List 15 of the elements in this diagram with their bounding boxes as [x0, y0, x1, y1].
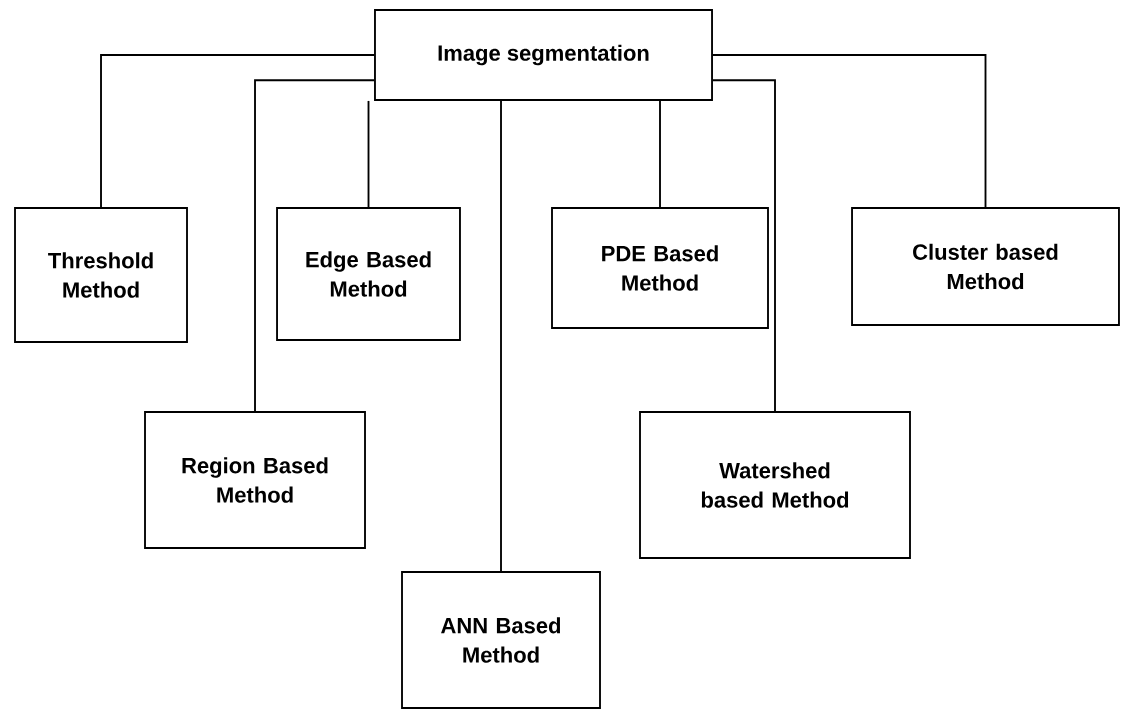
connector-line [712, 54, 987, 208]
connector-line [712, 79, 776, 412]
method-box: PDE Based Method [551, 207, 769, 329]
connector-line [500, 100, 502, 572]
connector-line [659, 100, 661, 208]
connector-line [367, 100, 370, 208]
root-box: Image segmentation [374, 9, 713, 101]
method-box: Threshold Method [14, 207, 188, 343]
connector-line [100, 54, 375, 208]
method-box: Edge Based Method [276, 207, 461, 341]
method-box: ANN Based Method [401, 571, 601, 709]
method-box: Cluster based Method [851, 207, 1120, 326]
method-box: Watershed based Method [639, 411, 911, 559]
connector-line [254, 79, 375, 412]
method-box: Region Based Method [144, 411, 366, 549]
